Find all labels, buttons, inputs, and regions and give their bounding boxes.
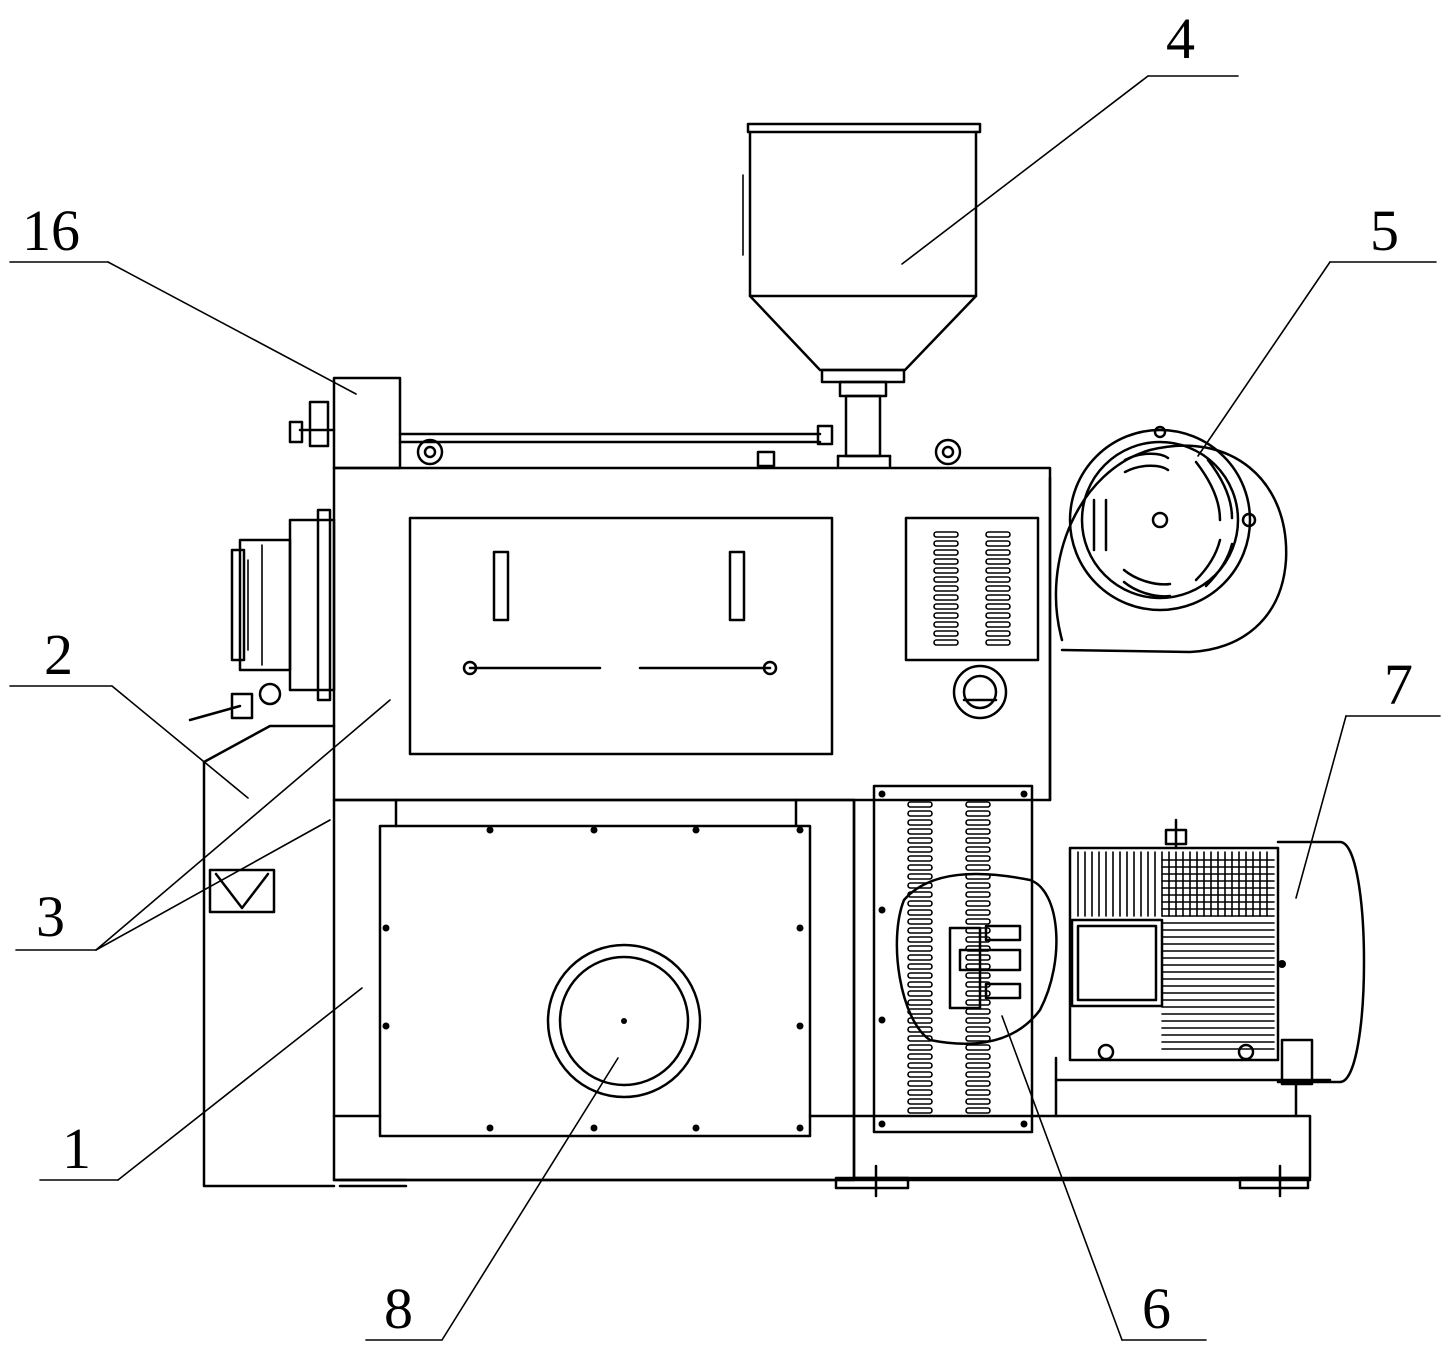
callout-5: 5 xyxy=(1370,198,1399,263)
callout-1: 1 xyxy=(62,1116,91,1181)
blower xyxy=(1054,425,1288,654)
leader-lines xyxy=(9,75,1441,1341)
callout-16: 16 xyxy=(22,198,80,263)
top-rail xyxy=(398,424,962,468)
gearbox xyxy=(188,508,336,722)
callout-6: 6 xyxy=(1142,1276,1171,1341)
callout-2: 2 xyxy=(44,622,73,687)
cabinet-vent xyxy=(907,801,991,1114)
upper-body xyxy=(332,466,1052,802)
round-window xyxy=(546,943,702,1099)
callout-3: 3 xyxy=(36,884,65,949)
motor xyxy=(1054,818,1366,1118)
callout-7: 7 xyxy=(1384,652,1413,717)
base xyxy=(332,1114,1312,1198)
callout-8: 8 xyxy=(384,1276,413,1341)
feeder-module xyxy=(288,376,402,470)
callout-4: 4 xyxy=(1166,6,1195,71)
lower-frame xyxy=(332,798,856,1182)
upper-vent xyxy=(933,531,1011,646)
hopper xyxy=(742,122,982,468)
